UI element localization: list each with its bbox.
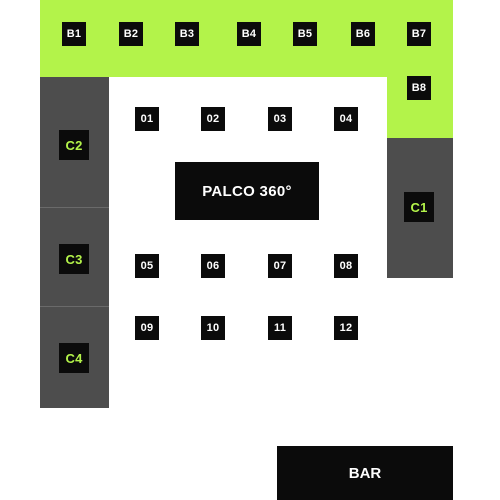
table-12[interactable]: 12 xyxy=(334,316,358,340)
table-04[interactable]: 04 xyxy=(334,107,358,131)
table-c1[interactable]: C1 xyxy=(404,192,434,222)
table-b7[interactable]: B7 xyxy=(407,22,431,46)
c-zone-divider xyxy=(40,306,109,307)
table-01[interactable]: 01 xyxy=(135,107,159,131)
table-b2[interactable]: B2 xyxy=(119,22,143,46)
table-c4[interactable]: C4 xyxy=(59,343,89,373)
table-07[interactable]: 07 xyxy=(268,254,292,278)
table-03[interactable]: 03 xyxy=(268,107,292,131)
table-09[interactable]: 09 xyxy=(135,316,159,340)
table-c3[interactable]: C3 xyxy=(59,244,89,274)
table-11[interactable]: 11 xyxy=(268,316,292,340)
table-b4[interactable]: B4 xyxy=(237,22,261,46)
table-08[interactable]: 08 xyxy=(334,254,358,278)
table-b1[interactable]: B1 xyxy=(62,22,86,46)
table-b6[interactable]: B6 xyxy=(351,22,375,46)
table-02[interactable]: 02 xyxy=(201,107,225,131)
bar-area: BAR xyxy=(277,446,453,500)
table-b3[interactable]: B3 xyxy=(175,22,199,46)
table-c2[interactable]: C2 xyxy=(59,130,89,160)
table-b8[interactable]: B8 xyxy=(407,76,431,100)
c-zone-divider xyxy=(40,207,109,208)
table-05[interactable]: 05 xyxy=(135,254,159,278)
stage-palco-360: PALCO 360° xyxy=(175,162,319,220)
table-b5[interactable]: B5 xyxy=(293,22,317,46)
table-10[interactable]: 10 xyxy=(201,316,225,340)
table-06[interactable]: 06 xyxy=(201,254,225,278)
